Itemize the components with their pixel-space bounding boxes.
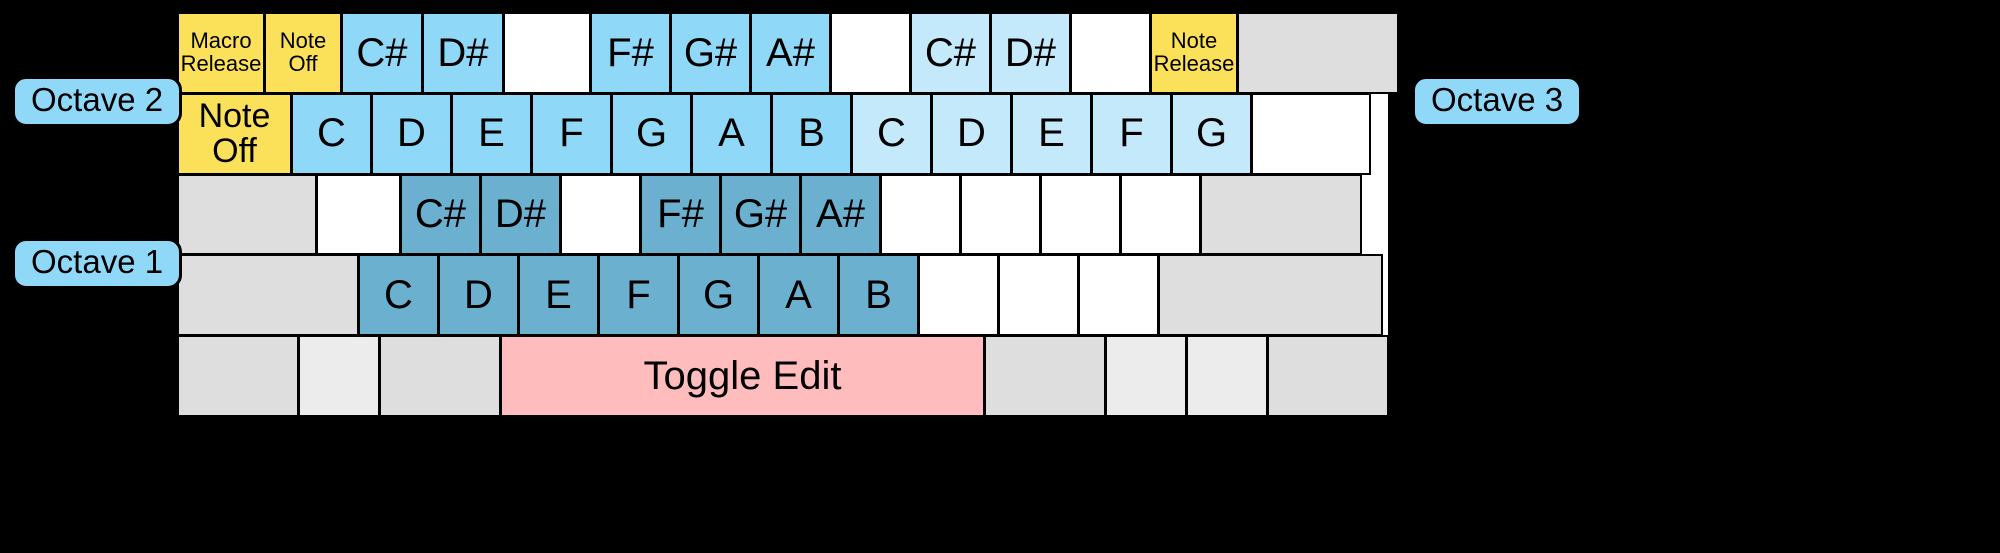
key-e[interactable]: E [1011,92,1092,175]
key-c[interactable]: C [358,254,439,337]
key-c[interactable]: C [851,92,932,175]
key-blank-0-4 [503,12,591,94]
key-blank-0-13 [1237,12,1399,94]
key-blank-3-9 [998,254,1079,337]
key-blank-4-7 [1267,335,1389,417]
key-fsharp[interactable]: F# [640,173,721,256]
key-blank-2-12 [1200,173,1362,256]
key-blank-3-10 [1078,254,1159,337]
key-blank-3-8 [918,254,999,337]
key-blank-4-6 [1186,335,1268,417]
row-asdf: C#D# F#G#A# [177,173,1388,256]
key-note-release[interactable]: Note Release [1150,12,1238,94]
key-gsharp[interactable]: G# [720,173,801,256]
key-f[interactable]: F [1091,92,1172,175]
key-blank-2-10 [1040,173,1121,256]
key-blank-2-11 [1120,173,1201,256]
key-blank-1-13 [1251,92,1371,175]
key-f[interactable]: F [531,92,612,175]
key-asharp[interactable]: A# [750,12,831,94]
key-asharp[interactable]: A# [800,173,881,256]
key-blank-2-8 [880,173,961,256]
octave-2-label: Octave 2 [12,76,183,128]
key-blank-4-2 [379,335,501,417]
key-dsharp[interactable]: D# [422,12,504,94]
octave-3-label: Octave 3 [1412,76,1583,128]
key-blank-4-4 [984,335,1106,417]
key-a[interactable]: A [758,254,839,337]
key-g[interactable]: G [678,254,759,337]
key-blank-4-5 [1105,335,1187,417]
key-gsharp[interactable]: G# [670,12,751,94]
key-blank-3-11 [1158,254,1383,337]
key-e[interactable]: E [518,254,599,337]
key-d[interactable]: D [931,92,1012,175]
key-blank-2-4 [560,173,641,256]
key-blank-2-9 [960,173,1041,256]
key-csharp[interactable]: C# [341,12,423,94]
key-blank-0-11 [1070,12,1151,94]
key-note-off[interactable]: Note Off [264,12,342,94]
key-f[interactable]: F [598,254,679,337]
key-csharp[interactable]: C# [910,12,991,94]
key-g[interactable]: G [1171,92,1252,175]
key-note-off[interactable]: Note Off [177,92,292,175]
key-blank-3-0 [177,254,359,337]
key-c[interactable]: C [291,92,372,175]
key-b[interactable]: B [771,92,852,175]
key-blank-4-0 [177,335,299,417]
key-e[interactable]: E [451,92,532,175]
key-g[interactable]: G [611,92,692,175]
key-blank-2-1 [316,173,401,256]
key-macro-release[interactable]: Macro Release [177,12,265,94]
key-d[interactable]: D [371,92,452,175]
octave-1-label: Octave 1 [12,238,183,290]
key-b[interactable]: B [838,254,919,337]
key-dsharp[interactable]: D# [480,173,561,256]
key-blank-0-8 [830,12,911,94]
key-dsharp[interactable]: D# [990,12,1071,94]
key-a[interactable]: A [691,92,772,175]
key-blank-2-0 [177,173,317,256]
key-fsharp[interactable]: F# [590,12,671,94]
key-csharp[interactable]: C# [400,173,481,256]
key-blank-4-1 [298,335,380,417]
key-toggle-edit[interactable]: Toggle Edit [500,335,985,417]
row-space: Toggle Edit [177,335,1389,417]
key-d[interactable]: D [438,254,519,337]
